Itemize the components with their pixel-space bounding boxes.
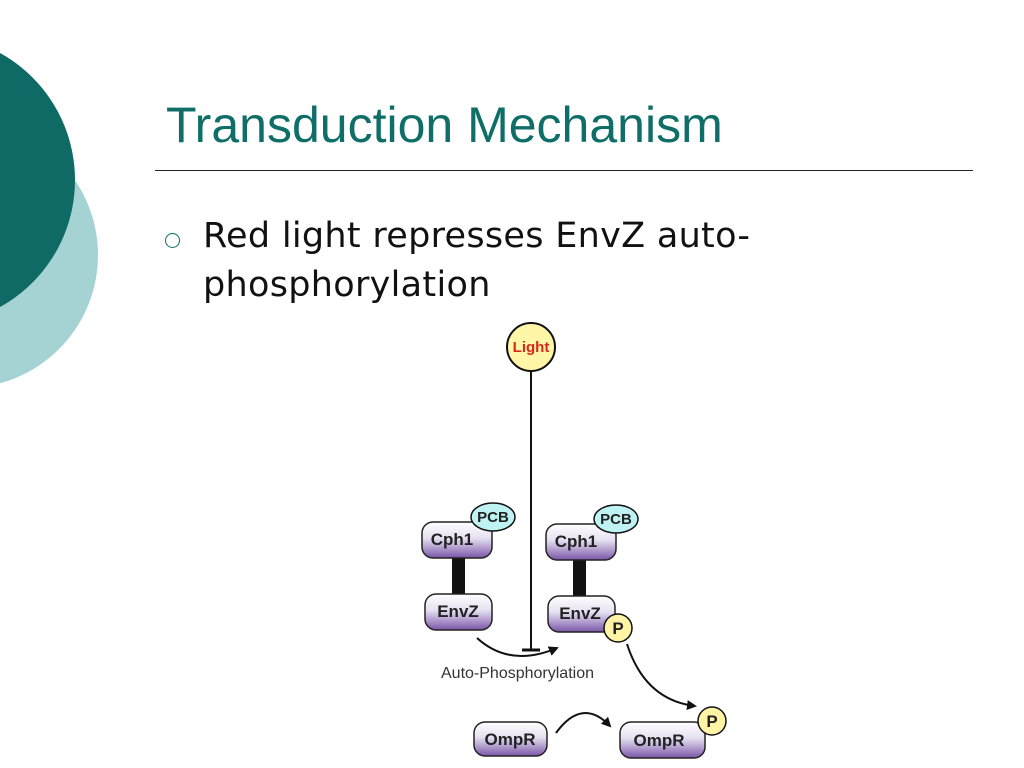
light-node: Light bbox=[506, 322, 556, 372]
pcb-chromophore-left: PCB bbox=[470, 502, 516, 532]
svg-text:EnvZ: EnvZ bbox=[559, 604, 601, 623]
phosphate-on-ompr: P bbox=[697, 706, 727, 736]
right-complex: Cph1 PCB EnvZ P bbox=[545, 504, 639, 643]
bullet-text: Red light represses EnvZ auto-phosphoryl… bbox=[203, 216, 751, 305]
left-complex: Cph1 PCB EnvZ bbox=[421, 502, 516, 631]
svg-text:EnvZ: EnvZ bbox=[437, 602, 479, 621]
hollow-circle-bullet-icon bbox=[165, 233, 180, 248]
svg-text:P: P bbox=[612, 619, 623, 638]
svg-text:OmpR: OmpR bbox=[634, 731, 685, 750]
autophosphorylation-caption: Auto-Phosphorylation bbox=[441, 665, 594, 682]
cph1-protein-left: Cph1 bbox=[421, 521, 493, 559]
ompr-protein-left: OmpR bbox=[473, 721, 548, 757]
slide-title: Transduction Mechanism bbox=[166, 97, 723, 153]
svg-text:OmpR: OmpR bbox=[485, 730, 536, 749]
light-label: Light bbox=[513, 339, 550, 356]
envz-protein-left: EnvZ bbox=[424, 593, 493, 631]
svg-text:PCB: PCB bbox=[477, 509, 509, 526]
svg-text:P: P bbox=[706, 712, 717, 731]
linker-bar bbox=[452, 555, 465, 595]
envz-protein-right: EnvZ bbox=[547, 595, 616, 633]
linker-bar bbox=[573, 557, 586, 597]
phosphate-on-envz: P bbox=[603, 613, 633, 643]
dark-teal-circle bbox=[0, 53, 75, 307]
svg-text:Cph1: Cph1 bbox=[555, 532, 598, 551]
ompr-phosphorylation-arrow bbox=[555, 712, 612, 734]
ompr-protein-right: OmpR bbox=[619, 721, 706, 759]
cph1-protein-right: Cph1 bbox=[545, 523, 617, 561]
svg-text:PCB: PCB bbox=[600, 511, 632, 528]
phosphate-transfer-arrow bbox=[626, 643, 697, 711]
autophosphorylation-arrow bbox=[476, 637, 559, 657]
title-divider bbox=[155, 170, 973, 171]
pcb-chromophore-right: PCB bbox=[593, 504, 639, 534]
svg-text:Cph1: Cph1 bbox=[431, 530, 474, 549]
